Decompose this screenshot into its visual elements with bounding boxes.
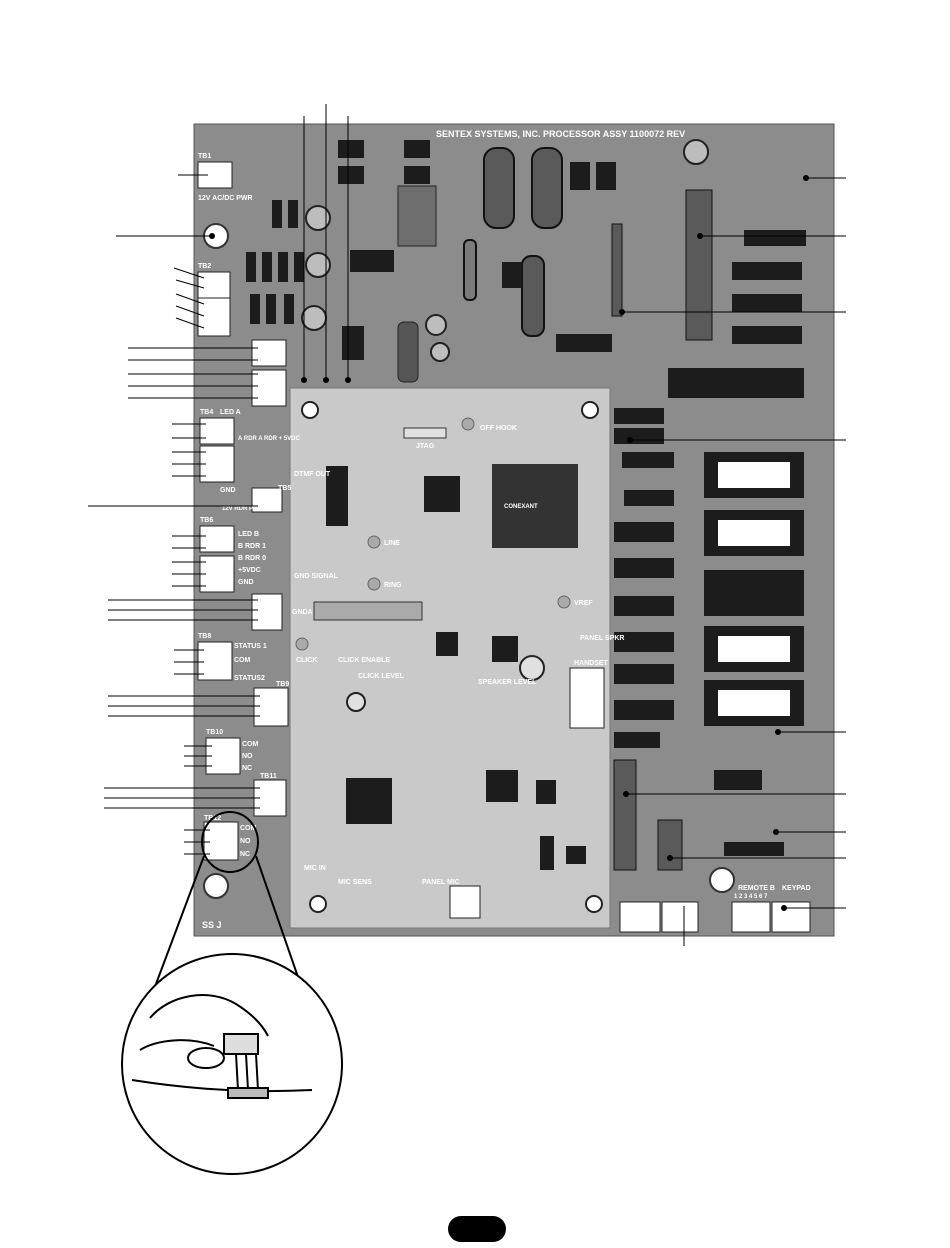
daughter-labels: JTAG OFF HOOK DTMF OUT LINE RING GND SIG… (292, 425, 624, 886)
label-click: CLICK (296, 657, 317, 664)
label-nc-3: NC (240, 851, 250, 858)
label-tb1: TB1 (198, 153, 211, 160)
label-com-3: COM (240, 825, 257, 832)
right-leader-dots (619, 175, 809, 911)
label-b-rdr-0: B RDR 0 (238, 555, 266, 562)
label-tb4: TB4 (200, 409, 213, 416)
label-gnd-2: GND (238, 579, 254, 586)
label-com-2: COM (242, 741, 259, 748)
gnda-header (313, 601, 423, 621)
label-vref: VREF (574, 600, 593, 607)
mounting-holes (203, 223, 735, 899)
label-click-enable: CLICK ENABLE (338, 657, 390, 664)
label-keypad-pins: 1 2 3 4 5 6 7 (734, 894, 768, 900)
page-number-badge (448, 1216, 506, 1242)
board-title: SENTEX SYSTEMS, INC. PROCESSOR ASSY 1100… (436, 129, 685, 139)
speaker-level-pot (519, 655, 545, 681)
label-line: LINE (384, 540, 400, 547)
label-tb5: TB5 (278, 485, 291, 492)
label-led-b: LED B (238, 531, 259, 538)
label-remote-b: REMOTE B (738, 885, 775, 892)
left-leader-lines (88, 174, 260, 855)
label-com: COM (234, 657, 251, 664)
label-tb9: TB9 (276, 681, 289, 688)
daughter-screws (301, 401, 603, 913)
label-mic-in: MIC IN (304, 865, 326, 872)
label-ac-pwr: 12V AC/DC PWR (198, 195, 253, 202)
conexant-chip (492, 464, 578, 548)
label-led-a: LED A (220, 409, 241, 416)
label-no: NO (242, 753, 253, 760)
ribbon-headers (611, 189, 713, 871)
bottom-terminal-labels: REMOTE B KEYPAD 1 2 3 4 5 6 7 (734, 885, 811, 900)
label-nc: NC (242, 765, 252, 772)
label-conexant: CONEXANT (504, 504, 538, 510)
magnified-hand-illustration (131, 994, 313, 1099)
top-leader-lines (303, 104, 349, 380)
label-handset: HANDSET (574, 660, 609, 667)
label-gnd: GND (220, 487, 236, 494)
label-tb10: TB10 (206, 729, 223, 736)
label-tb6: TB6 (200, 517, 213, 524)
click-level-pot (346, 692, 366, 712)
label-speaker-level: SPEAKER LEVEL (478, 679, 537, 686)
daughter-chips (326, 464, 586, 870)
label-ring: RING (384, 582, 402, 589)
label-click-level: CLICK LEVEL (358, 673, 405, 680)
label-gnda: GNDA (292, 609, 313, 616)
label-mic-sens: MIC SENS (338, 879, 372, 886)
label-no-3: NO (240, 838, 251, 845)
label-5vdc: +5VDC (238, 567, 261, 574)
label-jtag: JTAG (416, 443, 435, 450)
label-rdr-pwr: 12V RDR PWR (222, 506, 264, 512)
label-tb11: TB11 (260, 773, 277, 780)
board-corner-text: SS J (202, 920, 222, 930)
label-keypad: KEYPAD (782, 885, 811, 892)
label-b-rdr-1: B RDR 1 (238, 543, 266, 550)
inductors (463, 147, 563, 337)
jtag-header (403, 427, 447, 439)
leader-dots (209, 233, 351, 383)
label-panel-mic: PANEL MIC (422, 879, 460, 886)
label-tb2: TB2 (198, 263, 211, 270)
right-side-ics (352, 230, 806, 856)
label-rdr-a: A RDR A RDR + 5VDC (238, 436, 301, 442)
regulators (502, 162, 616, 288)
eprom-sockets (704, 452, 804, 726)
panel-mic-connector (449, 885, 481, 919)
daughter-leds (295, 417, 571, 651)
bottom-terminal-blocks (619, 901, 811, 933)
magnifier-callout (121, 811, 343, 1175)
label-tb8: TB8 (198, 633, 211, 640)
handset-connector (569, 667, 605, 729)
label-status-1: STATUS 1 (234, 643, 267, 650)
label-dtmf-out: DTMF OUT (294, 471, 331, 478)
label-status-2: STATUS2 (234, 675, 265, 682)
label-gnd-signal: GND SIGNAL (294, 573, 339, 580)
right-leader-lines (622, 177, 846, 946)
label-off-hook: OFF HOOK (480, 425, 517, 432)
label-panel-spkr: PANEL SPKR (580, 635, 624, 642)
